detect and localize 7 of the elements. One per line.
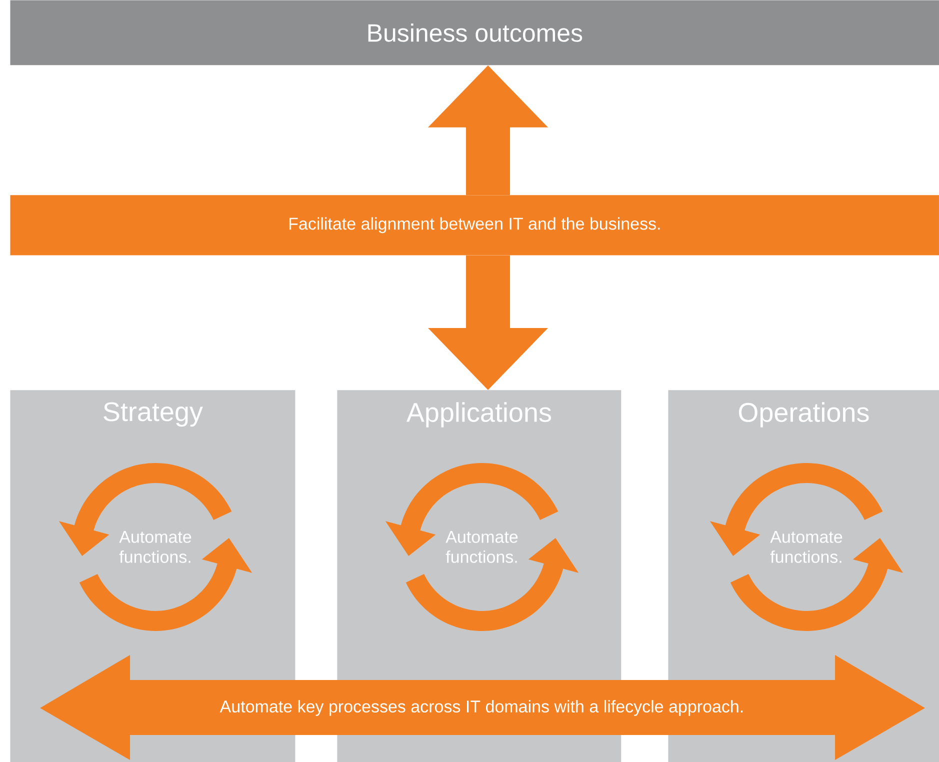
arrow	[428, 255, 548, 390]
arrow	[428, 65, 548, 195]
cycle-label: Automate functions.	[446, 531, 518, 563]
title-band: Business outcomes	[10, 0, 939, 66]
cycle-label: Automate functions.	[119, 531, 192, 563]
cycle-label: Automate functions.	[770, 531, 842, 563]
alignment-band: Facilitate alignment between IT and the business.	[10, 195, 939, 256]
